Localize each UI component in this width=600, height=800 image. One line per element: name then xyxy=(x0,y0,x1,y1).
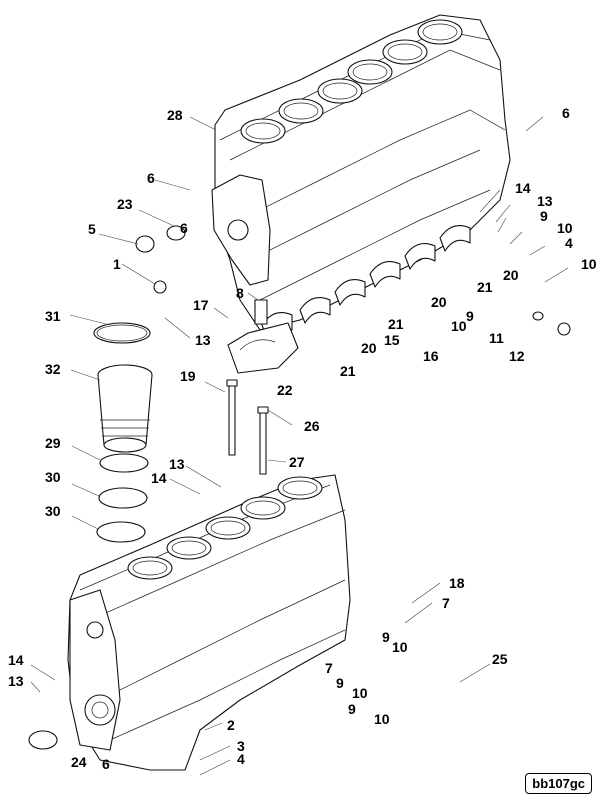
callout-9: 9 xyxy=(336,675,344,691)
callout-22: 22 xyxy=(277,382,293,398)
callout-4: 4 xyxy=(565,235,573,251)
callout-32: 32 xyxy=(45,361,61,377)
callout-29: 29 xyxy=(45,435,61,451)
callout-7: 7 xyxy=(442,595,450,611)
callout-14: 14 xyxy=(151,470,167,486)
callout-27: 27 xyxy=(289,454,305,470)
callout-9: 9 xyxy=(348,701,356,717)
callout-20: 20 xyxy=(361,340,377,356)
callout-3: 3 xyxy=(237,738,245,754)
callout-13: 13 xyxy=(537,193,553,209)
callout-10: 10 xyxy=(581,256,597,272)
callout-31: 31 xyxy=(45,308,61,324)
callout-10: 10 xyxy=(374,711,390,727)
callout-7: 7 xyxy=(325,660,333,676)
callout-6: 6 xyxy=(147,170,155,186)
callout-1: 1 xyxy=(113,256,121,272)
callout-30: 30 xyxy=(45,503,61,519)
callout-6: 6 xyxy=(562,105,570,121)
callout-17: 17 xyxy=(193,297,209,313)
callout-20: 20 xyxy=(503,267,519,283)
callout-2: 2 xyxy=(227,717,235,733)
upper-engine-block xyxy=(211,14,511,339)
callout-12: 12 xyxy=(509,348,525,364)
callout-25: 25 xyxy=(492,651,508,667)
callout-6: 6 xyxy=(102,756,110,772)
callout-13: 13 xyxy=(195,332,211,348)
callout-13: 13 xyxy=(8,673,24,689)
callout-24: 24 xyxy=(71,754,87,770)
callout-14: 14 xyxy=(8,652,24,668)
callout-9: 9 xyxy=(382,629,390,645)
bearing-cap-bolts xyxy=(226,379,269,475)
callout-23: 23 xyxy=(117,196,133,212)
main-bearing-caps xyxy=(227,299,299,374)
callout-10: 10 xyxy=(557,220,573,236)
figure-code-tag: bb107gc xyxy=(525,773,592,794)
callout-20: 20 xyxy=(431,294,447,310)
callout-21: 21 xyxy=(477,279,493,295)
callout-5: 5 xyxy=(88,221,96,237)
callout-26: 26 xyxy=(304,418,320,434)
callout-4: 4 xyxy=(237,751,245,767)
callout-16: 16 xyxy=(423,348,439,364)
callout-18: 18 xyxy=(449,575,465,591)
callout-14: 14 xyxy=(515,180,531,196)
callout-11: 11 xyxy=(489,330,504,346)
callout-10: 10 xyxy=(352,685,368,701)
callout-9: 9 xyxy=(466,308,474,324)
callout-13: 13 xyxy=(169,456,185,472)
leader-lines xyxy=(30,116,569,776)
lower-engine-block xyxy=(67,474,351,771)
callout-10: 10 xyxy=(392,639,408,655)
callout-19: 19 xyxy=(180,368,196,384)
callout-6: 6 xyxy=(180,220,188,236)
cylinder-liner-group xyxy=(93,322,153,543)
callout-21: 21 xyxy=(340,363,356,379)
callout-30: 30 xyxy=(45,469,61,485)
callout-15: 15 xyxy=(384,332,400,348)
callout-8: 8 xyxy=(236,285,244,301)
callout-10: 10 xyxy=(451,318,467,334)
loose-parts xyxy=(28,225,571,750)
callout-21: 21 xyxy=(388,316,404,332)
callout-28: 28 xyxy=(167,107,183,123)
callout-9: 9 xyxy=(540,208,548,224)
